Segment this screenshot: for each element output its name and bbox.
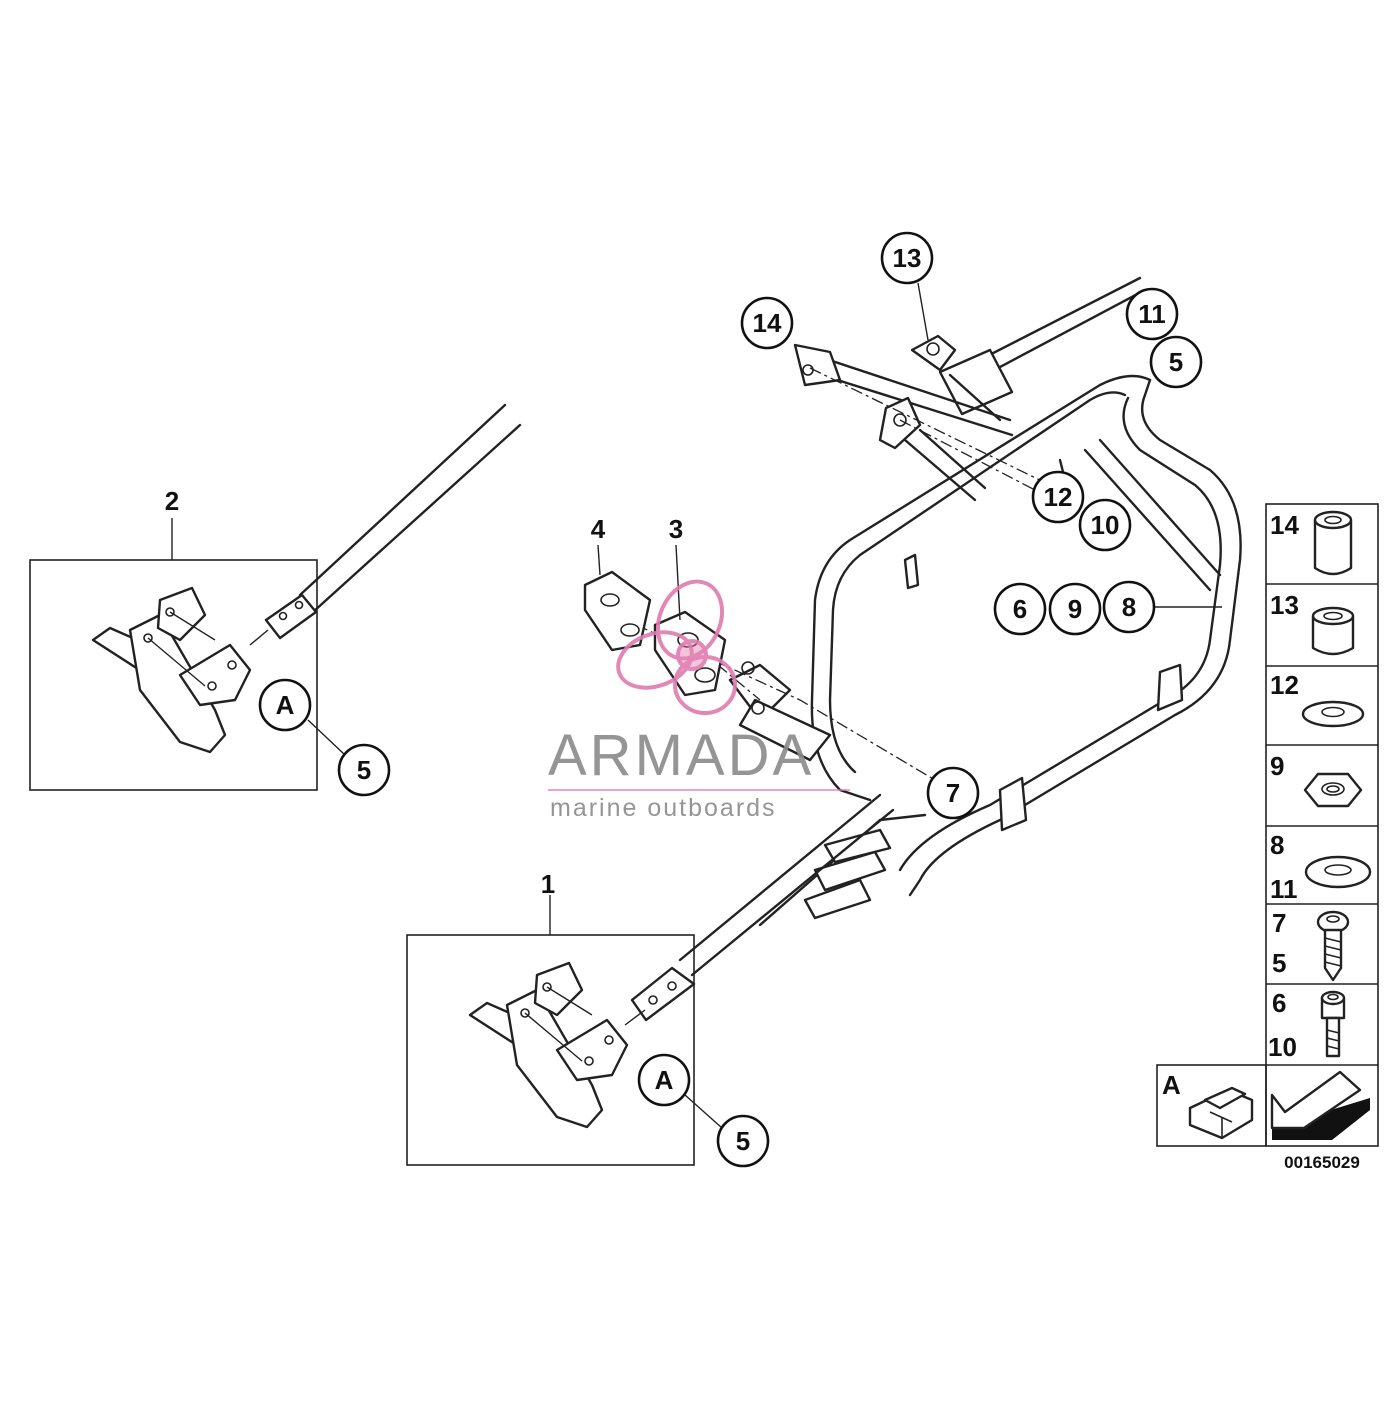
part-2-detail (29, 403, 522, 791)
svg-text:12: 12 (1044, 482, 1073, 512)
callout-14: 14 (740, 296, 794, 350)
svg-text:5: 5 (1169, 347, 1183, 377)
svg-text:7: 7 (946, 778, 960, 808)
watermark-tagline: marine outboards (550, 794, 777, 822)
part-2-box (29, 559, 318, 791)
callout-A-part2: A (258, 678, 312, 732)
armada-watermark: ARMADA marine outboards (548, 579, 850, 822)
part-number-1: 1 (541, 869, 555, 899)
legend-label-A: A (1162, 1070, 1181, 1100)
part-number-4: 4 (591, 514, 606, 544)
socket-bolt-icon (1320, 990, 1346, 1058)
svg-text:13: 13 (893, 243, 922, 273)
callout-5-part2: 5 (337, 743, 391, 797)
armada-logo-icon (616, 579, 737, 715)
svg-text:9: 9 (1068, 594, 1082, 624)
spacer-short-icon (1311, 606, 1355, 656)
part-number-2: 2 (165, 486, 179, 516)
hardware-legend: 14 13 12 9 8 11 (1156, 503, 1379, 1172)
assembly-lines (629, 367, 1051, 781)
callout-12: 12 (1031, 470, 1085, 524)
callout-9: 9 (1048, 582, 1102, 636)
legend-label-7: 7 (1272, 908, 1286, 938)
callout-A-part1: A (637, 1053, 691, 1107)
washer-icon (1304, 855, 1372, 889)
svg-text:10: 10 (1091, 510, 1120, 540)
callout-8: 8 (1102, 580, 1156, 634)
part-number-3: 3 (669, 514, 683, 544)
legend-label-6: 6 (1272, 988, 1286, 1018)
screw-icon (1316, 910, 1350, 982)
guard-frame (630, 276, 1242, 1022)
watermark-brand: ARMADA (548, 723, 814, 788)
legend-label-9: 9 (1270, 751, 1284, 781)
callout-6: 6 (993, 582, 1047, 636)
arrow-icon (1270, 1070, 1370, 1140)
callout-5-top: 5 (1149, 335, 1203, 389)
callout-13: 13 (880, 231, 934, 285)
svg-text:8: 8 (1122, 592, 1136, 622)
drawing-code: 00165029 (1284, 1153, 1360, 1172)
legend-label-8: 8 (1270, 830, 1284, 860)
clamp-part-4 (583, 570, 652, 652)
svg-text:A: A (276, 690, 295, 720)
spacer-tall-icon (1313, 510, 1353, 576)
svg-text:A: A (655, 1065, 674, 1095)
callout-11: 11 (1125, 287, 1179, 341)
svg-text:11: 11 (1138, 299, 1166, 329)
legend-label-10: 10 (1268, 1032, 1297, 1062)
svg-text:14: 14 (753, 308, 782, 338)
callouts: 14 13 11 5 12 10 6 9 8 7 A 5 A 5 (258, 231, 1203, 1168)
legend-label-5: 5 (1272, 948, 1286, 978)
legend-label-13: 13 (1270, 590, 1299, 620)
svg-text:5: 5 (357, 755, 371, 785)
part-1-detail (406, 895, 723, 1166)
part-numbers: 2 4 3 1 (165, 486, 683, 899)
legend-label-11: 11 (1270, 874, 1298, 904)
washer-flat-icon (1301, 700, 1365, 728)
legend-label-14: 14 (1270, 510, 1299, 540)
hex-nut-icon (1303, 772, 1363, 808)
clip-icon (1188, 1086, 1254, 1140)
callout-5-part1: 5 (716, 1114, 770, 1168)
svg-text:6: 6 (1013, 594, 1027, 624)
callout-leaders (597, 282, 1222, 621)
callout-10: 10 (1078, 498, 1132, 552)
callout-7: 7 (926, 766, 980, 820)
legend-label-12: 12 (1270, 670, 1299, 700)
svg-text:5: 5 (736, 1126, 750, 1156)
